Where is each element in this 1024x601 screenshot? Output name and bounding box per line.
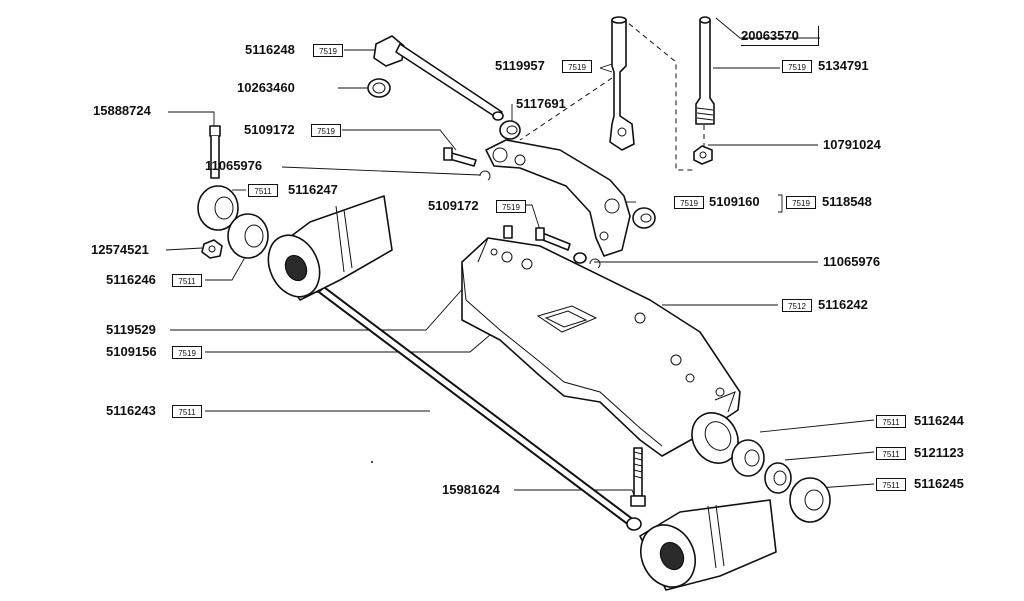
part-number-5116245: 5116245 (914, 476, 964, 491)
right-link-end (639, 499, 777, 591)
upper-link-plate (485, 139, 631, 257)
ref-box-7519: 7519 (786, 196, 816, 209)
part-number-12574521: 12574521 (91, 242, 149, 257)
ref-box-7519: 7519 (313, 44, 343, 57)
part-number-5118548: 5118548 (822, 194, 872, 209)
ref-box-7511: 7511 (876, 415, 906, 428)
part-number-15888724: 15888724 (93, 103, 151, 118)
left-link-end (267, 195, 393, 301)
part-number-20063570: 20063570 (741, 28, 799, 43)
ref-box-7519: 7519 (311, 124, 341, 137)
part-number-10263460: 10263460 (237, 80, 295, 95)
part-number-5117691: 5117691 (516, 96, 566, 111)
part-number-5116243: 5116243 (106, 403, 156, 418)
part-number-5116242: 5116242 (818, 297, 868, 312)
leader-lines (165, 17, 875, 501)
bolt-15981624 (630, 447, 646, 507)
part-number-5116244: 5116244 (914, 413, 964, 428)
right-bushings (731, 439, 831, 523)
part-number-5119529: 5119529 (106, 322, 156, 337)
part-number-5109172: 5109172 (244, 122, 295, 137)
part-number-5119957: 5119957 (495, 58, 545, 73)
label-bracket (741, 26, 819, 46)
left-bushings (197, 125, 269, 259)
ref-box-7511: 7511 (876, 478, 906, 491)
part-number-5121123: 5121123 (914, 445, 964, 460)
part-number-5116247: 5116247 (288, 182, 338, 197)
ref-box-7511: 7511 (876, 447, 906, 460)
part-number-5116248: 5116248 (245, 42, 295, 57)
ref-box-7512: 7512 (782, 299, 812, 312)
part-number-5134791: 5134791 (818, 58, 869, 73)
ref-box-7511: 7511 (248, 184, 278, 197)
ref-box-7511: 7511 (172, 274, 202, 287)
assembly-lines (519, 17, 705, 171)
part-number-11065976: 11065976 (205, 158, 263, 173)
part-number-10791024: 10791024 (823, 137, 881, 152)
bushing-5109160 (632, 207, 656, 229)
part-number-5116246: 5116246 (106, 272, 156, 287)
part-number-5109156: 5109156 (106, 344, 157, 359)
vertical-rod-5119957 (609, 16, 635, 151)
lift-lever-body (461, 237, 741, 464)
threaded-rod-5134791 (693, 16, 715, 165)
ref-box-7519: 7519 (562, 60, 592, 73)
ref-box-7519: 7519 (674, 196, 704, 209)
ref-box-7519: 7519 (172, 346, 202, 359)
small-bushing-5117691 (499, 120, 521, 140)
ref-box-7511: 7511 (172, 405, 202, 418)
ref-box-7519: 7519 (782, 60, 812, 73)
part-number-15981624: 15981624 (442, 482, 500, 497)
part-number-5109172: 5109172 (428, 198, 479, 213)
upper-pin (367, 35, 504, 121)
small-pins (443, 147, 601, 269)
part-number-11065976: 11065976 (823, 254, 881, 269)
part-number-5109160: 5109160 (709, 194, 760, 209)
ref-box-7519: 7519 (496, 200, 526, 213)
